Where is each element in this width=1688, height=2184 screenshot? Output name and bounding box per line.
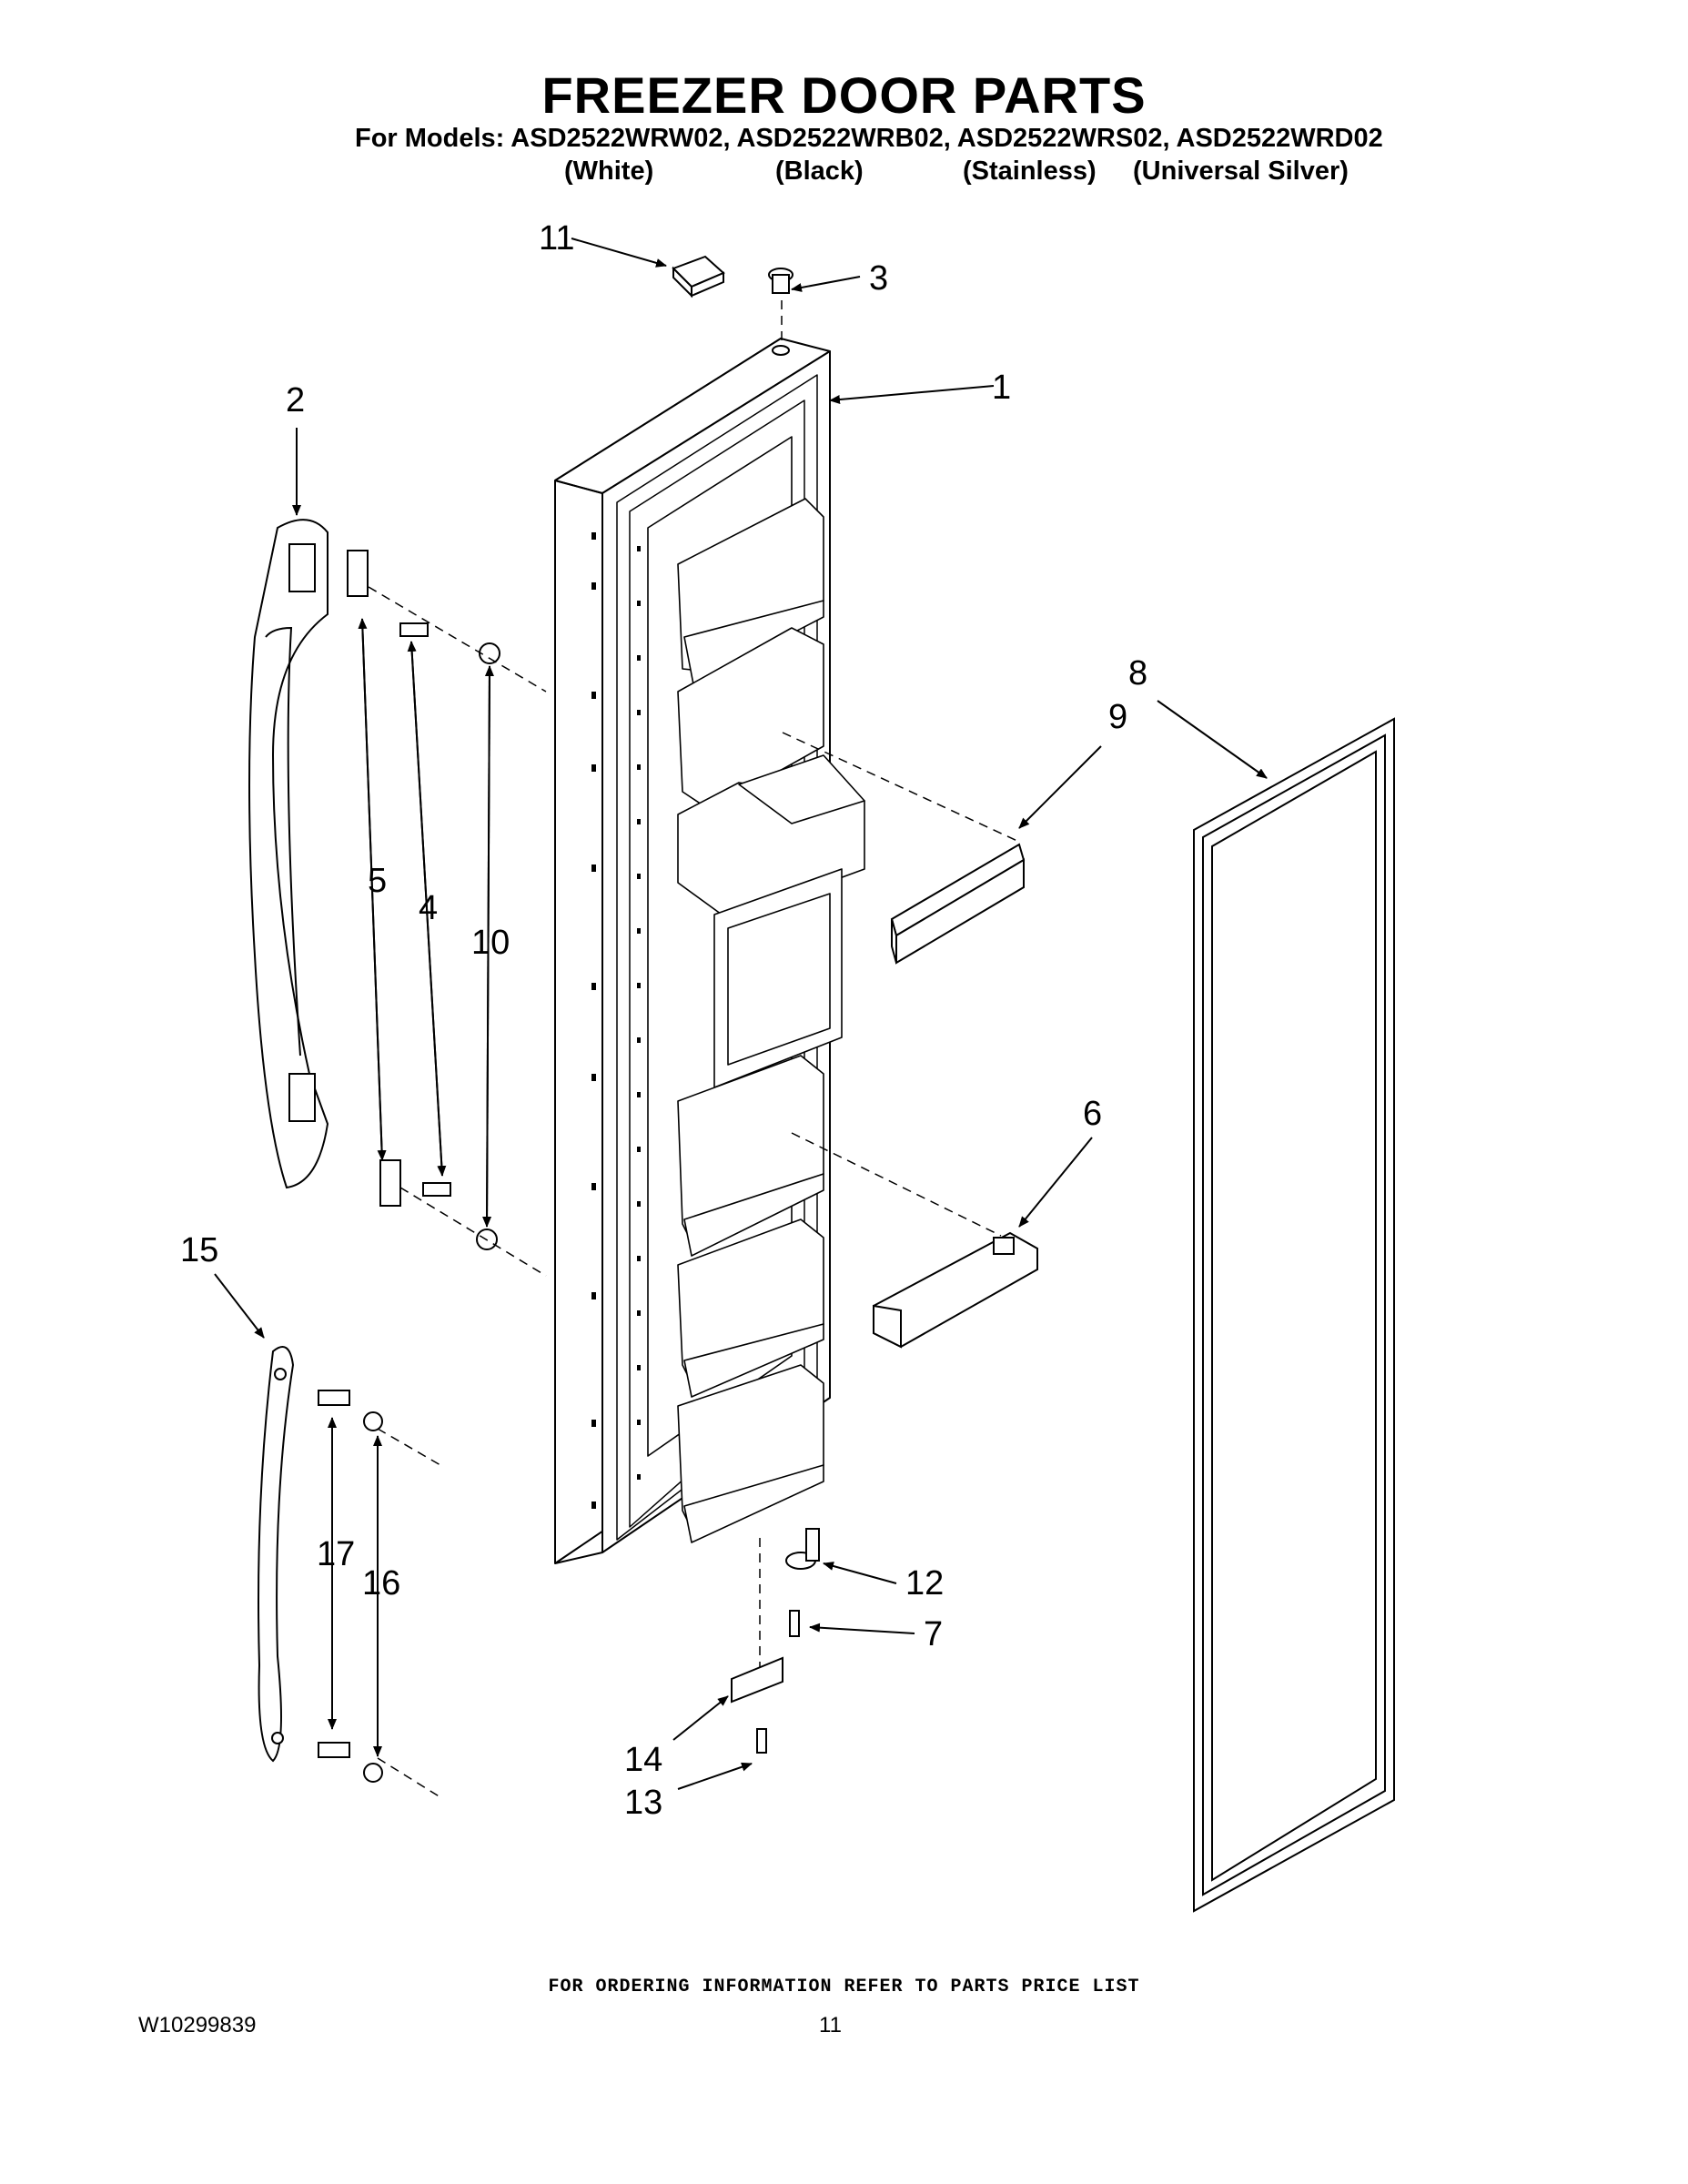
callout-13: 13	[624, 1784, 662, 1822]
door-bin	[873, 1231, 1038, 1349]
callout-12: 12	[905, 1564, 944, 1603]
callout-15: 15	[180, 1231, 218, 1269]
callout-1: 1	[992, 369, 1011, 407]
bin-trim-strip	[890, 843, 1026, 965]
callout-3: 3	[869, 259, 888, 298]
bottom-hinge-parts	[731, 1528, 820, 1754]
stud-upper	[479, 642, 500, 664]
handle-bracket-lower	[379, 1159, 401, 1207]
handle-bracket-upper	[347, 550, 369, 597]
callout-2: 2	[286, 381, 305, 420]
trim-spacer-lower	[363, 1763, 383, 1783]
variant-stainless: (Stainless)	[963, 157, 1097, 186]
trim-screw-upper	[318, 1390, 350, 1406]
variant-black: (Black)	[775, 157, 864, 186]
callout-9: 9	[1108, 698, 1127, 736]
callout-4: 4	[419, 889, 438, 927]
handle-trim	[258, 1346, 295, 1763]
trim-fasteners	[318, 1390, 383, 1783]
callout-6: 6	[1083, 1095, 1102, 1133]
support-screw	[756, 1728, 767, 1754]
door-handle	[248, 519, 329, 1189]
upper-shelf-2	[677, 627, 824, 811]
callout-11: 11	[539, 219, 574, 258]
assembly-dashlines	[368, 300, 1020, 1798]
document-number: W10299839	[138, 2013, 257, 2037]
door-liner	[647, 436, 865, 1543]
callout-16: 16	[362, 1564, 400, 1603]
ordering-note: FOR ORDERING INFORMATION REFER TO PARTS …	[548, 1977, 1140, 1997]
door-assembly	[554, 338, 865, 1564]
handle-screw-lower	[422, 1182, 451, 1197]
door-gasket	[1193, 717, 1395, 1913]
hinge-support	[731, 1656, 783, 1704]
callout-5: 5	[368, 862, 387, 900]
variant-universal-silver: (Universal Silver)	[1133, 157, 1349, 186]
hinge-screw	[789, 1610, 800, 1637]
hinge-pin-hole	[772, 345, 790, 356]
leader-lines	[214, 238, 1268, 1790]
callout-17: 17	[317, 1535, 355, 1573]
callout-14: 14	[624, 1741, 662, 1779]
callout-7: 7	[924, 1615, 943, 1653]
trim-screw-lower	[318, 1742, 350, 1758]
callout-8: 8	[1128, 654, 1147, 693]
page-title: FREEZER DOOR PARTS	[541, 66, 1147, 124]
callout-10: 10	[471, 924, 510, 962]
trim-spacer-upper	[363, 1411, 383, 1431]
variant-white: (White)	[564, 157, 654, 186]
top-hinge-parts	[672, 255, 793, 298]
door-screw-holes	[591, 532, 641, 1509]
models-line: For Models: ASD2522WRW02, ASD2522WRB02, …	[355, 124, 1383, 153]
handle-screw-upper	[399, 622, 429, 637]
page-number: 11	[819, 2013, 842, 2037]
